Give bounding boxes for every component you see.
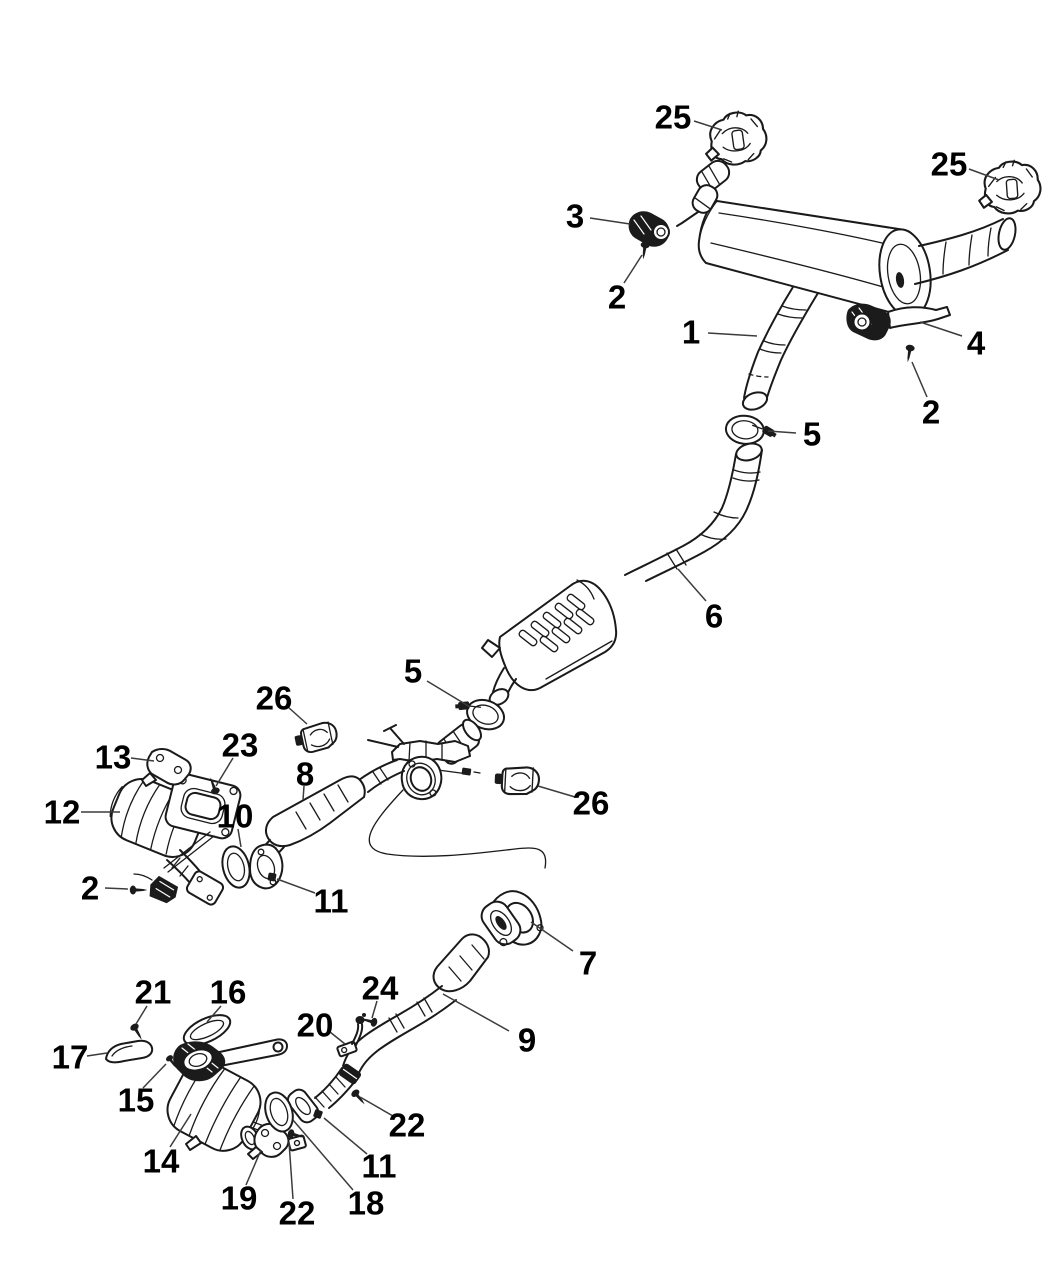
callout-5-7: 5 <box>803 416 821 453</box>
callout-leader-1-4 <box>707 332 758 337</box>
part-oxygen-sensor <box>149 875 179 904</box>
callout-7-19: 7 <box>579 945 597 982</box>
callout-14-27: 14 <box>143 1143 180 1180</box>
callout-leader-18-30 <box>292 1119 354 1191</box>
tailpipe <box>914 218 1009 285</box>
callout-leader-5-9 <box>426 680 471 708</box>
callout-26-16: 26 <box>573 785 610 822</box>
callout-leader-10-14 <box>237 828 242 848</box>
part-front-pipe-lower <box>286 900 522 1124</box>
callout-2-6: 2 <box>922 394 940 431</box>
callout-18-30: 18 <box>348 1185 385 1222</box>
part-hanger-rod <box>336 1013 366 1058</box>
callout-leader-26-16 <box>537 785 576 798</box>
part-muffler-assembly <box>676 159 1017 411</box>
part-gasket-ring <box>182 1014 232 1046</box>
callout-leader-7-19 <box>530 921 574 952</box>
callout-leader-2-3 <box>623 254 643 284</box>
callout-17-25: 17 <box>52 1039 89 1076</box>
part-intermediate-pipe-resonator <box>481 442 763 706</box>
part-isolator-right <box>975 157 1044 217</box>
part-support-bracket <box>141 748 192 787</box>
muffler-inlet-pipe <box>743 286 819 402</box>
callout-8-15: 8 <box>296 756 314 793</box>
callout-23-11: 23 <box>222 727 259 764</box>
callout-leader-17-25 <box>86 1052 108 1057</box>
callout-13-12: 13 <box>95 739 132 776</box>
callout-9-20: 9 <box>518 1022 536 1059</box>
callout-6-8: 6 <box>705 598 723 635</box>
callout-5-9: 5 <box>404 653 422 690</box>
callout-2-17: 2 <box>81 870 99 907</box>
callout-leader-22-32 <box>359 1096 394 1117</box>
callout-leader-5-7 <box>767 430 797 434</box>
callout-25-0: 25 <box>655 99 692 136</box>
callout-leader-21-21 <box>135 1005 148 1025</box>
part-isolator-left <box>699 106 771 170</box>
callout-leader-11-31 <box>323 1117 368 1155</box>
part-gasket-18 <box>264 1091 294 1133</box>
callout-leader-19-28 <box>245 1149 262 1186</box>
callout-19-28: 19 <box>221 1180 258 1217</box>
part-isolator-small-left <box>291 719 341 756</box>
callout-leader-9-20 <box>442 993 510 1032</box>
callout-leader-22-29 <box>288 1141 294 1200</box>
callout-leader-24-23 <box>371 1000 378 1019</box>
callout-16-22: 16 <box>210 974 247 1011</box>
part-catalytic-converter-lower <box>166 1038 307 1152</box>
sensor-wire-curve <box>368 789 547 869</box>
part-nut-upper <box>267 872 277 882</box>
callout-leader-23-11 <box>215 757 234 787</box>
callout-leader-26-10 <box>287 706 308 725</box>
callout-leader-14-27 <box>169 1113 192 1148</box>
part-bolt-22-upper <box>349 1087 369 1108</box>
callout-leader-2-6 <box>911 361 928 398</box>
callout-24-23: 24 <box>362 970 399 1007</box>
callout-1-4: 1 <box>682 314 700 351</box>
callout-leader-3-2 <box>589 217 631 225</box>
callout-leader-20-24 <box>329 1031 346 1045</box>
part-front-pipe-upper <box>249 718 482 890</box>
part-catalytic-converter-manifold <box>109 772 242 906</box>
part-gasket-upper <box>221 845 251 889</box>
callout-leader-2-17 <box>104 887 129 890</box>
callout-26-10: 26 <box>256 680 293 717</box>
callout-4-5: 4 <box>967 325 986 362</box>
callout-leader-25-0 <box>693 120 723 131</box>
callout-21-21: 21 <box>135 974 172 1011</box>
callout-leader-15-26 <box>142 1063 167 1089</box>
callout-12-13: 12 <box>44 794 81 831</box>
callout-leader-11-18 <box>276 878 316 894</box>
callout-22-32: 22 <box>389 1107 426 1144</box>
callout-11-31: 11 <box>362 1148 397 1185</box>
part-curved-bracket <box>105 1039 154 1064</box>
callout-22-29: 22 <box>279 1195 316 1232</box>
callout-2-3: 2 <box>608 279 626 316</box>
part-isolator-small-right <box>493 764 541 797</box>
callout-3-2: 3 <box>566 198 584 235</box>
callout-leader-8-15 <box>302 785 305 801</box>
callout-leader-13-12 <box>130 757 155 762</box>
callout-11-18: 11 <box>314 883 349 920</box>
callout-leader-6-8 <box>677 568 707 602</box>
part-hanger-bracket-left <box>628 211 670 247</box>
callout-leader-16-22 <box>206 1005 222 1023</box>
callout-leader-4-5 <box>919 321 963 337</box>
callout-15-26: 15 <box>118 1082 155 1119</box>
part-hanger-bracket-right <box>846 303 951 341</box>
part-screw-mid <box>129 885 148 895</box>
part-screw-right <box>903 344 916 364</box>
callout-20-24: 20 <box>297 1007 334 1044</box>
callout-25-1: 25 <box>931 146 968 183</box>
callout-10-14: 10 <box>217 798 254 835</box>
callout-leader-25-1 <box>968 168 1000 181</box>
part-bolt-21 <box>129 1022 146 1042</box>
